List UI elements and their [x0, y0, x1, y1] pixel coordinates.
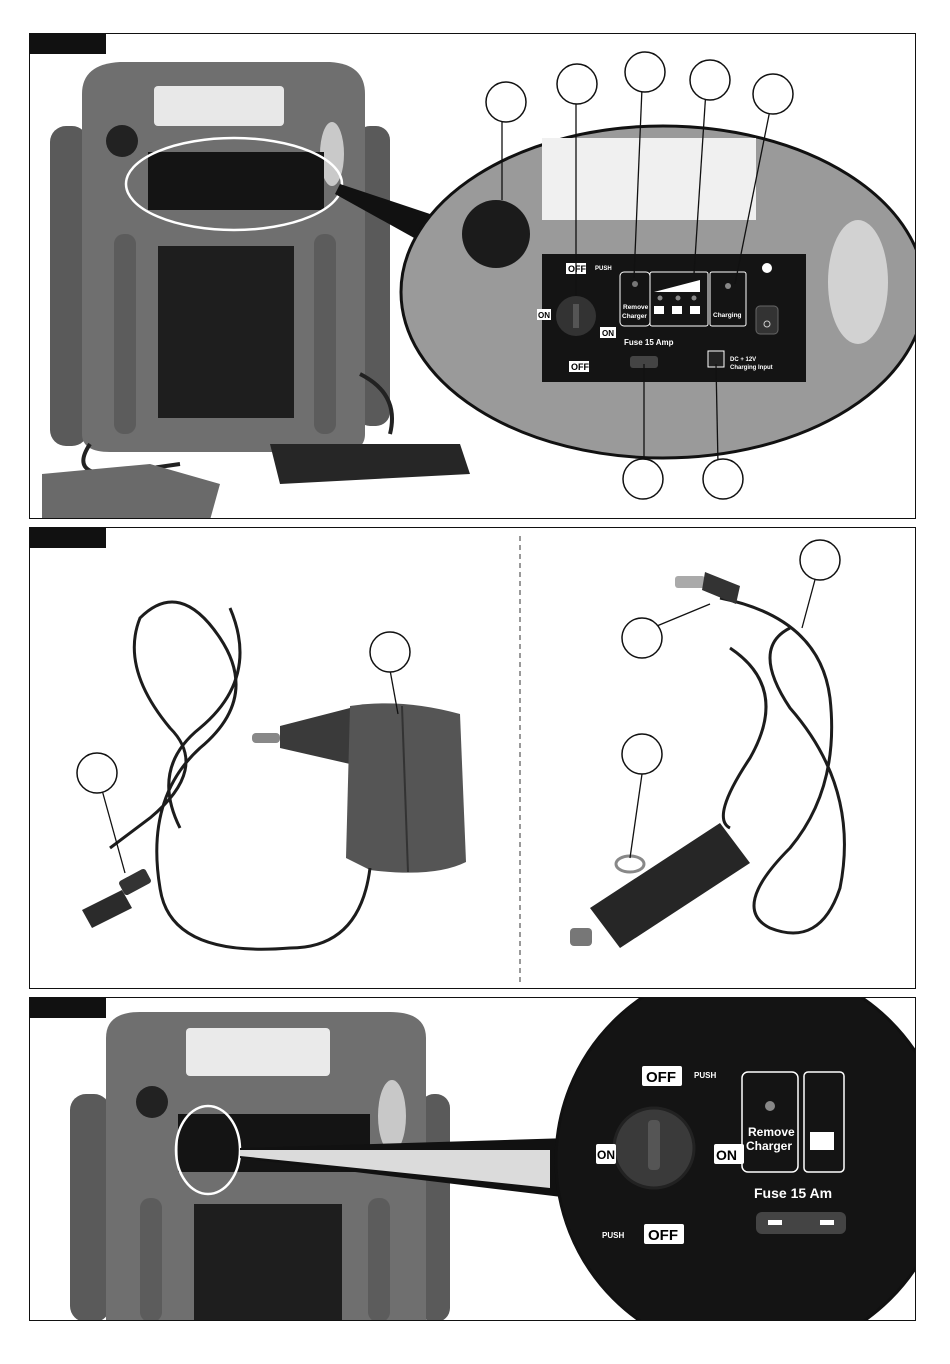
- figure-1: OFF PUSH ON ON OFF Remove Charger Chargi…: [29, 33, 916, 519]
- fuse-label: Fuse 15 Amp: [624, 338, 674, 347]
- callout-circle: [703, 459, 743, 499]
- car-adapter-dc-plug: [675, 572, 740, 604]
- charger-label: Charger: [622, 313, 647, 320]
- front-panel-window: [158, 246, 294, 418]
- on-label-1: ON: [602, 329, 614, 338]
- figure-3-illustration: OFF PUSH ON ON OFF PUSH Remove Charger F…: [30, 998, 916, 1321]
- figure-2-illustration: [30, 528, 916, 989]
- callout-circle: [625, 52, 665, 92]
- power-knob: [136, 1086, 168, 1118]
- on-label-2: ON: [538, 311, 550, 320]
- callout-circle: [77, 753, 117, 793]
- lamp-switch: [756, 306, 778, 334]
- figure-2: [29, 527, 916, 989]
- push-label-zoom-bottom: PUSH: [602, 1231, 624, 1240]
- work-lamp-zoom: [828, 220, 888, 344]
- adapter-dc-plug: [82, 868, 152, 928]
- callout-circle: [800, 540, 840, 580]
- clamp-right: [270, 444, 470, 484]
- charging-label: Charging: [713, 312, 742, 319]
- remove-label: Remove: [623, 304, 649, 311]
- callout-circle: [370, 632, 410, 672]
- callout-circle: [690, 60, 730, 100]
- clamp-left: [42, 464, 220, 519]
- carry-handle-opening: [186, 1028, 330, 1076]
- jump-starter-side-bumper: [70, 1094, 110, 1321]
- control-panel-small: [148, 152, 324, 210]
- carry-handle-opening: [154, 86, 284, 126]
- callout-circle: [753, 74, 793, 114]
- power-knob: [106, 125, 138, 157]
- figure-3: OFF PUSH ON ON OFF PUSH Remove Charger F…: [29, 997, 916, 1321]
- car-adapter-cable: [720, 598, 844, 933]
- callout-circle: [622, 618, 662, 658]
- on-label-zoom-right: ON: [716, 1147, 737, 1163]
- callout-circle: [623, 459, 663, 499]
- callout-circle: [486, 82, 526, 122]
- power-knob-zoom: [462, 200, 530, 268]
- cigarette-lighter-plug: [570, 823, 750, 948]
- ac-mains-adapter: [252, 703, 466, 872]
- figure-1-illustration: OFF PUSH ON ON OFF Remove Charger Chargi…: [30, 34, 916, 519]
- work-lamp: [378, 1080, 406, 1152]
- charger-label-zoom: Charger: [746, 1139, 792, 1153]
- fuse-label-zoom: Fuse 15 Am: [754, 1185, 832, 1201]
- callout-circle: [557, 64, 597, 104]
- on-label-zoom-left: ON: [597, 1148, 615, 1162]
- lamp-icon: [762, 263, 772, 273]
- off-label-2: OFF: [571, 362, 589, 372]
- dc-label-2: Charging Input: [730, 365, 773, 371]
- off-label-zoom-bottom: OFF: [648, 1227, 678, 1244]
- push-label-zoom-top: PUSH: [694, 1071, 716, 1080]
- dc-label-1: DC + 12V: [730, 357, 756, 363]
- push-label-1: PUSH: [595, 266, 612, 272]
- off-label-1: OFF: [568, 264, 586, 274]
- remove-label-zoom: Remove: [748, 1125, 795, 1139]
- callout-circle: [622, 734, 662, 774]
- off-label-zoom-top: OFF: [646, 1069, 676, 1086]
